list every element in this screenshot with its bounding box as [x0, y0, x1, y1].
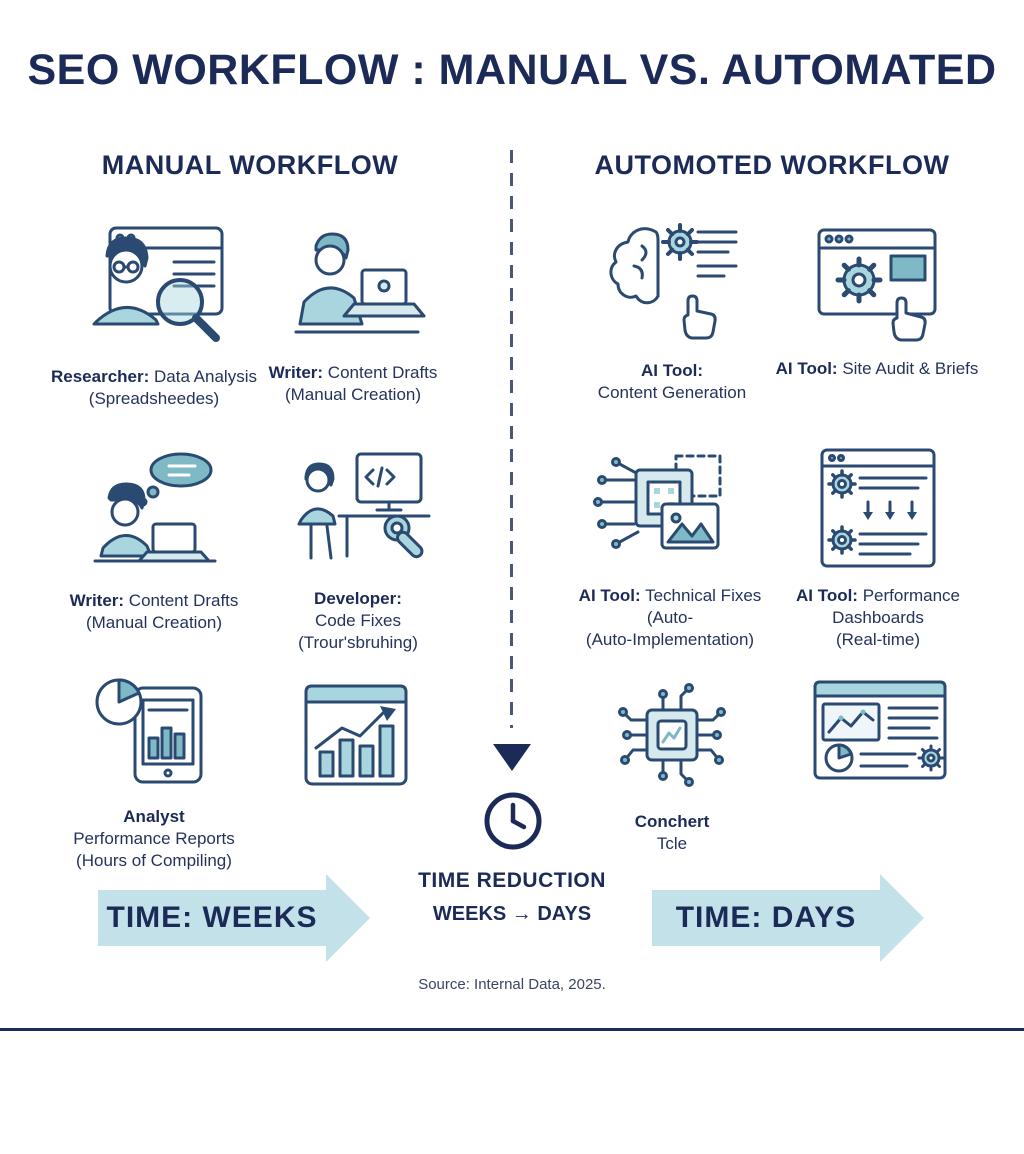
automated-item-dashboard — [770, 676, 988, 788]
microchip-circuit-icon — [597, 672, 747, 797]
analytics-dashboard-icon — [797, 676, 962, 788]
manual-item-chart — [256, 678, 456, 793]
automated-item-performance-dashboards: AI Tool: Performance Dashboards (Real-ti… — [766, 446, 990, 651]
caption-normal: Content Drafts — [323, 363, 438, 382]
analyst-reports-icon — [79, 672, 229, 792]
caption-strong: AI Tool: — [795, 586, 858, 605]
caption-strong: AI Tool: — [640, 361, 703, 380]
bottom-divider-rule — [0, 1028, 1024, 1031]
item-caption: AI Tool: Performance Dashboards (Real-ti… — [766, 585, 990, 651]
caption-normal: Content Generation — [597, 383, 747, 403]
performance-dashboards-icon — [798, 446, 958, 571]
clock-icon — [482, 790, 544, 857]
caption-normal: Data Analysis — [149, 367, 257, 386]
item-caption: AI Tool: Technical Fixes (Auto- (Auto-Im… — [560, 585, 780, 651]
caption-sub: (Trour'sbruhing) — [298, 633, 418, 653]
technical-fixes-chip-icon — [590, 446, 750, 571]
caption-sub: (Real-time) — [835, 630, 921, 650]
caption-strong: Researcher: — [50, 367, 150, 386]
manual-item-writer-2: Writer: Content Drafts (Manual Creation) — [50, 448, 258, 634]
developer-wrench-icon — [281, 446, 436, 574]
manual-time-arrow: TIME: WEEKS — [98, 874, 370, 962]
automated-item-site-audit: AI Tool: Site Audit & Briefs — [770, 222, 984, 380]
time-reduction-subtitle: WEEKS → DAYS — [432, 903, 592, 925]
caption-strong: Writer: — [69, 591, 125, 610]
caption-normal: Technical Fixes (Auto- — [640, 586, 762, 628]
automated-time-arrow: TIME: DAYS — [652, 874, 924, 962]
manual-item-developer: Developer: Code Fixes (Trour'sbruhing) — [254, 446, 462, 654]
researcher-magnifier-icon — [74, 222, 234, 352]
caption-strong: AI Tool: — [578, 586, 641, 605]
writer-thinking-icon — [79, 448, 229, 576]
caption-normal: Performance Dashboards — [832, 586, 961, 628]
manual-time-label: TIME: WEEKS — [106, 901, 318, 934]
ai-brain-gear-icon — [592, 216, 752, 346]
time-reduction-title: TIME REDUCTION — [418, 869, 606, 892]
caption-normal: Content Drafts — [124, 591, 239, 610]
bar-chart-trend-icon — [286, 678, 426, 793]
caption-normal: Tcle — [656, 834, 688, 854]
center-dashed-divider — [510, 150, 513, 728]
caption-strong: Writer: — [268, 363, 324, 382]
automated-time-label: TIME: DAYS — [675, 901, 857, 934]
manual-item-researcher: Researcher: Data Analysis (Spreadsheedes… — [50, 222, 258, 410]
item-caption: Writer: Content Drafts (Manual Creation) — [269, 362, 438, 406]
caption-strong: Conchert — [634, 812, 710, 831]
writer-laptop-icon — [278, 228, 428, 348]
caption-sub: (Spreadsheedes) — [88, 389, 220, 409]
site-audit-gear-icon — [797, 222, 957, 344]
manual-column-header: MANUAL WORKFLOW — [101, 150, 399, 180]
caption-normal: Code Fixes — [315, 611, 401, 631]
caption-sub: (Auto-Implementation) — [585, 630, 755, 650]
manual-item-writer-1: Writer: Content Drafts (Manual Creation) — [252, 228, 454, 406]
item-caption: AI Tool: Site Audit & Briefs — [776, 358, 979, 380]
caption-sub: (Manual Creation) — [284, 385, 422, 405]
caption-strong: AI Tool: — [775, 359, 838, 378]
automated-item-technical-fixes: AI Tool: Technical Fixes (Auto- (Auto-Im… — [560, 446, 780, 651]
item-caption: AI Tool: Content Generation — [598, 360, 746, 404]
caption-normal: Site Audit & Briefs — [837, 359, 979, 378]
caption-strong: Analyst — [123, 807, 185, 826]
caption-sub: (Hours of Compiling) — [76, 851, 232, 871]
page-title: SEO WORKFLOW : MANUAL VS. AUTOMATED — [27, 46, 997, 94]
item-caption: Developer: Code Fixes (Trour'sbruhing) — [298, 588, 418, 654]
automated-column-header: AUTOMOTED WORKFLOW — [594, 150, 950, 180]
caption-sub: (Manual Creation) — [85, 613, 223, 633]
item-caption: Writer: Content Drafts (Manual Creation) — [70, 590, 239, 634]
source-note: Source: Internal Data, 2025. — [418, 976, 606, 993]
caption-normal: Performance Reports — [73, 829, 235, 849]
caption-strong: Developer: — [314, 589, 402, 608]
automated-item-content-generation: AI Tool: Content Generation — [562, 216, 782, 404]
down-arrow-icon — [493, 744, 531, 771]
item-caption: Researcher: Data Analysis (Spreadsheedes… — [51, 366, 257, 410]
